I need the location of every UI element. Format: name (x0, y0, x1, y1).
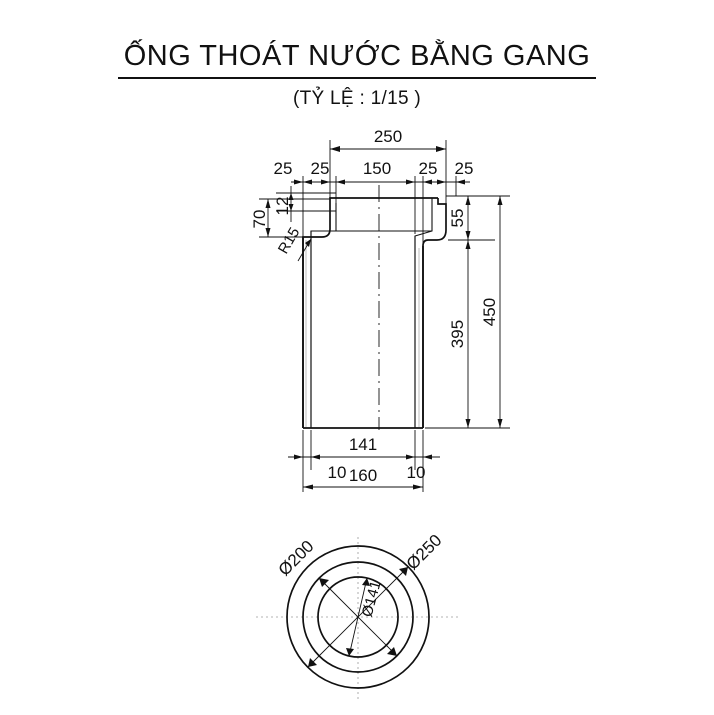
bell-left-inner-profile (310, 203, 337, 428)
dim-chain-group (291, 179, 470, 185)
page-title: ỐNG THOÁT NƯỚC BẰNG GANG (117, 40, 597, 79)
dim-chain-4: 25 (419, 159, 438, 178)
dim-radius-fillet: R15 (275, 225, 303, 257)
dim-overall-width: 250 (374, 127, 402, 146)
scale-subtitle: (TỶ LỆ : 1/15 ) (292, 88, 422, 109)
dim-total-length: 450 (480, 298, 499, 326)
plan-dim-middle-diameter: Ø200 (275, 537, 318, 580)
plan-dim-outer-diameter: Ø250 (403, 531, 446, 574)
dim-pipe-length: 395 (448, 320, 467, 348)
dim-wall-right: 10 (407, 463, 426, 482)
plan-dim-inner-diameter: Ø141 (359, 579, 385, 619)
dim-wall-left: 10 (328, 463, 347, 482)
plan-circle-middle (302, 561, 414, 673)
front-section-view: R15 250 (250, 127, 510, 492)
dim-flange-lip-height: 12 (273, 197, 292, 216)
plan-dim-inner-line (348, 577, 368, 657)
plan-dim-middle-group (318, 577, 398, 657)
dim-chain-2: 25 (311, 159, 330, 178)
top-extension-lines (302, 140, 457, 244)
dim-chain-1: 25 (274, 159, 293, 178)
dim-chain-3: 150 (363, 159, 391, 178)
plan-dim-outer-group (307, 566, 409, 668)
bottom-dims (288, 430, 440, 492)
plan-circle-outer (286, 545, 430, 689)
dim-pipe-outer-width: 160 (349, 466, 377, 485)
plan-circle-inner (317, 576, 399, 658)
dim-pipe-inner-width: 141 (349, 435, 377, 454)
bottom-plan-view: Ø250 Ø200 Ø141 (256, 531, 460, 700)
bell-right-profile (422, 198, 447, 428)
plan-dim-inner-group (346, 577, 370, 657)
dim-bell-height: 55 (448, 209, 467, 228)
bell-left-profile (302, 203, 331, 428)
right-vertical-dims (425, 195, 510, 429)
left-vertical-dims (259, 186, 336, 238)
plan-dim-middle-line (318, 577, 398, 657)
radius-leader (297, 238, 312, 262)
radius-arrowhead (305, 239, 311, 247)
title-block: ỐNG THOÁT NƯỚC BẰNG GANG (TỶ LỆ : 1/15 ) (0, 40, 714, 110)
dim-overall-width-group (330, 146, 446, 152)
radius-leader-line (297, 238, 312, 262)
wall-section-hatch (305, 240, 420, 427)
dim-flange-offset: 70 (250, 210, 269, 229)
bell-top-edge (329, 197, 438, 203)
plan-dim-outer-line (307, 566, 409, 668)
bell-right-inner-profile (414, 198, 433, 428)
dim-chain-5: 25 (455, 159, 474, 178)
